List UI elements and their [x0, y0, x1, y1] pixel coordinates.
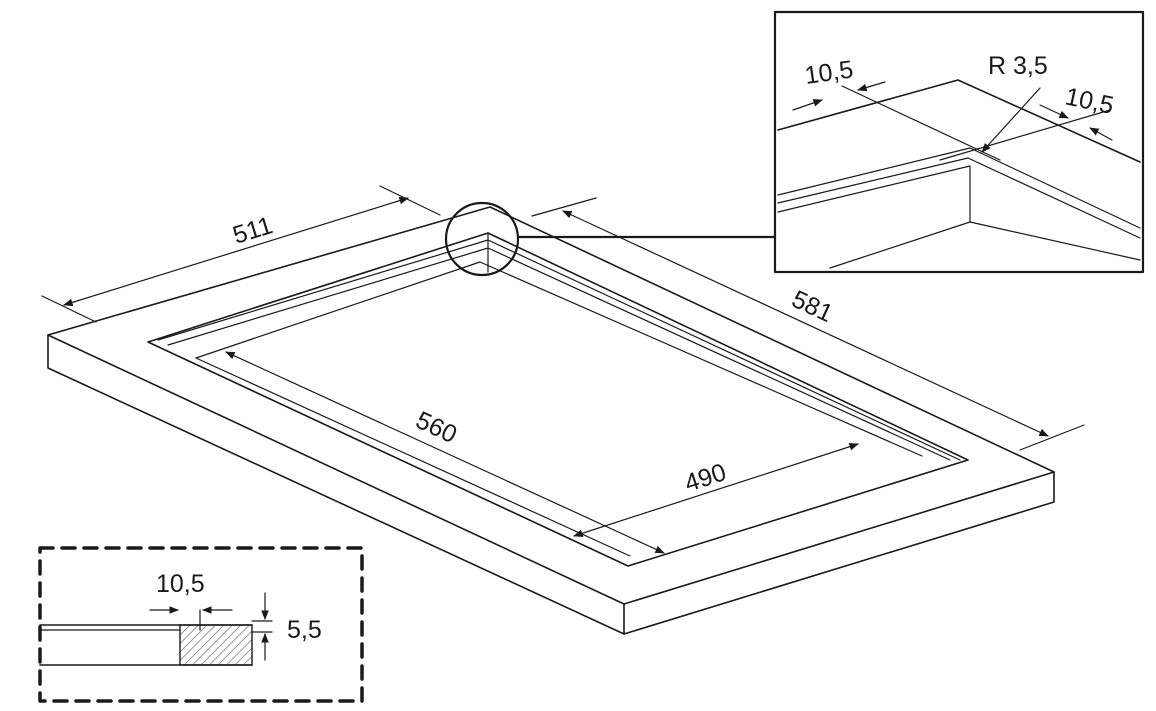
frame-outer-top-face	[47, 206, 1055, 605]
detail-circle	[444, 201, 520, 277]
rebate-line-2	[167, 247, 951, 461]
dimension-490-line	[573, 443, 859, 537]
section-box-border	[38, 546, 364, 703]
detail-dim-guide-1	[841, 85, 1001, 161]
detail-rebate-left-label: 10,5	[803, 55, 855, 90]
dimension-511-line	[63, 196, 409, 307]
section-box: 10,5 5,5	[38, 546, 364, 703]
dimension-560-label: 560	[411, 406, 461, 449]
detail-dim-guide-2	[939, 109, 1111, 161]
dimension-490-label: 490	[681, 458, 729, 498]
dimension-581-line	[562, 210, 1049, 437]
dimension-560-line	[225, 351, 665, 554]
rebate-line-left	[147, 341, 629, 567]
frame-front-right-side	[623, 471, 1055, 635]
section-depth-label: 5,5	[287, 616, 322, 644]
section-hatched-rebate	[179, 624, 253, 666]
rebate-line-left-2	[195, 357, 631, 557]
dimension-581: 581	[531, 197, 1085, 451]
detail-rebate-edge-1	[777, 147, 1141, 229]
dimension-511: 511	[41, 185, 441, 323]
dimension-560: 560	[225, 351, 665, 554]
dimension-581-label: 581	[787, 285, 837, 328]
section-width-label: 10,5	[156, 570, 205, 598]
dimension-490: 490	[573, 443, 859, 537]
detail-rebate-right-label: 10,5	[1063, 82, 1116, 120]
detail-inner-floor	[829, 221, 971, 269]
detail-box: 10,5 R 3,5 10,5	[773, 10, 1145, 274]
detail-arrow-right-b	[1089, 127, 1113, 141]
detail-box-border	[773, 10, 1145, 274]
frame-front-left-side	[47, 334, 625, 635]
dimension-511-label: 511	[230, 211, 276, 249]
detail-top-edge	[777, 79, 1141, 163]
detail-arrow-left-b	[857, 81, 886, 92]
detail-callout	[444, 201, 777, 277]
detail-arrow-left-a	[792, 99, 823, 111]
detail-inner-corner	[777, 165, 1141, 261]
detail-arrow-right-a	[1039, 104, 1069, 119]
detail-radius-leader	[981, 87, 1041, 153]
detail-rebate-edge-2	[777, 157, 1141, 239]
detail-radius-label: R 3,5	[988, 52, 1048, 80]
